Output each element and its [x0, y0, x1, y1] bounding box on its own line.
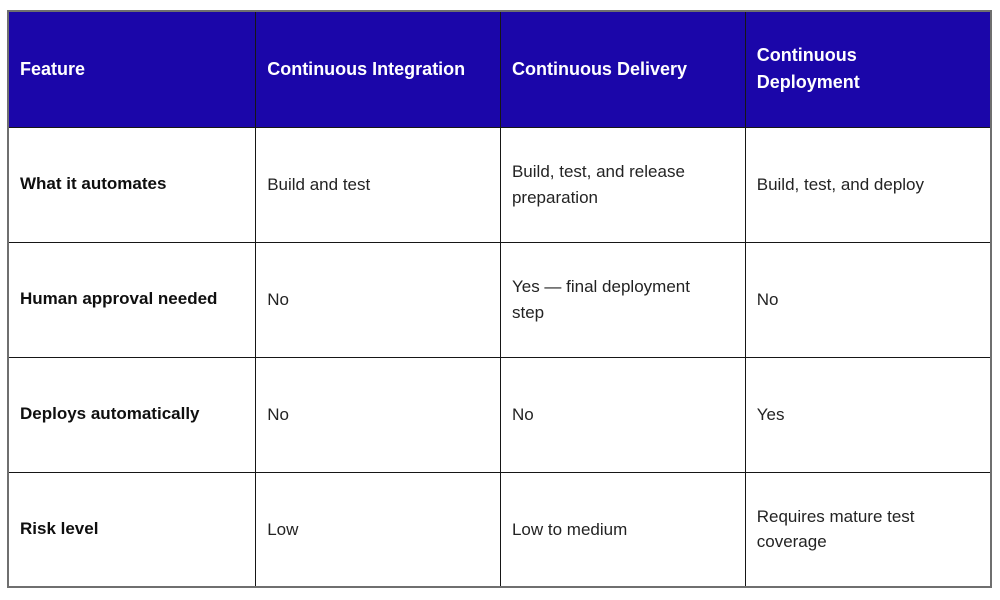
cell-risk-level-continuous-delivery: Low to medium: [499, 471, 746, 588]
cell-risk-level-continuous-integration: Low: [255, 471, 501, 588]
cell-deploys-automatically-continuous-delivery: No: [499, 356, 746, 473]
cell-deploys-automatically-continuous-deployment: Yes: [744, 356, 992, 473]
cell-risk-level-continuous-deployment: Requires mature test coverage: [744, 471, 992, 588]
row-feature-label: Human approval needed: [7, 241, 257, 358]
column-header-feature: Feature: [7, 10, 257, 128]
cell-human-approval-needed-continuous-deployment: No: [744, 241, 992, 358]
row-feature-label: Risk level: [7, 471, 257, 588]
row-feature-label: Deploys automatically: [7, 356, 257, 473]
cell-human-approval-needed-continuous-delivery: Yes — final deployment step: [499, 241, 746, 358]
cell-human-approval-needed-continuous-integration: No: [255, 241, 501, 358]
row-feature-label: What it automates: [7, 126, 257, 243]
cell-what-it-automates-continuous-deployment: Build, test, and deploy: [744, 126, 992, 243]
cell-deploys-automatically-continuous-integration: No: [255, 356, 501, 473]
cell-what-it-automates-continuous-delivery: Build, test, and release preparation: [499, 126, 746, 243]
column-header-continuous-integration: Continuous Integration: [255, 10, 501, 128]
cell-what-it-automates-continuous-integration: Build and test: [255, 126, 501, 243]
column-header-continuous-deployment: Continuous Deployment: [744, 10, 992, 128]
column-header-continuous-delivery: Continuous Delivery: [499, 10, 746, 128]
